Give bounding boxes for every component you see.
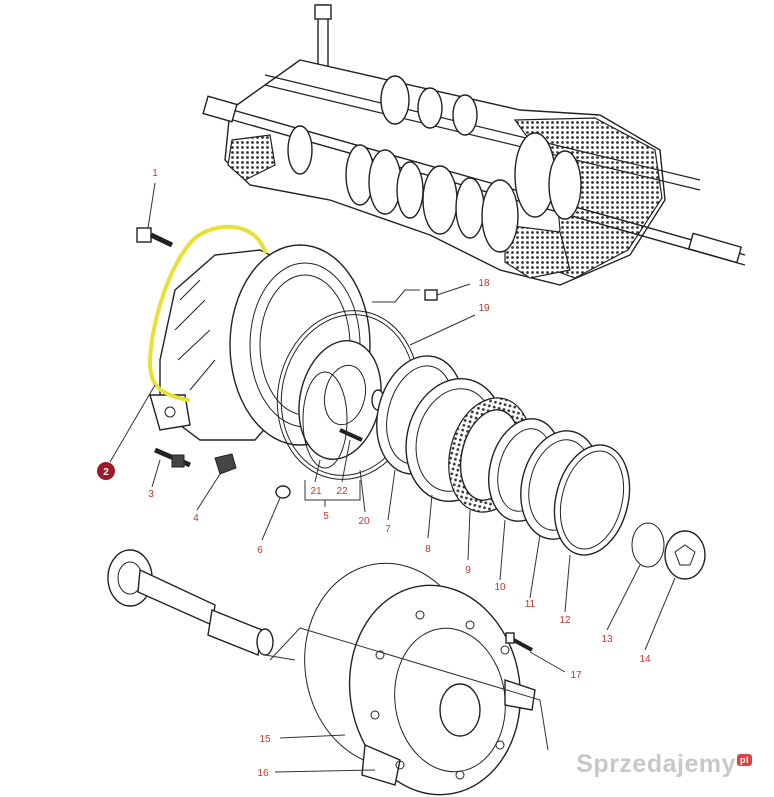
part-16-cover: [348, 584, 536, 796]
label-14: 14: [639, 654, 651, 665]
label-17: 17: [570, 670, 582, 681]
output-shaft: [107, 549, 274, 656]
label-21: 21: [310, 486, 322, 497]
part-12-ring: [553, 444, 631, 556]
label-3: 3: [148, 489, 154, 500]
label-1: 1: [152, 168, 158, 179]
label-8: 8: [425, 544, 431, 555]
part-14-washer: [664, 530, 706, 580]
watermark-text: Sprzedajemy: [576, 750, 736, 778]
leader-lines: [109, 182, 676, 773]
part-21-circlip: [302, 371, 348, 469]
label-22: 22: [336, 486, 348, 497]
label-16: 16: [257, 768, 269, 779]
part-4-plug: [214, 453, 237, 475]
part-2-housing: [147, 224, 371, 446]
part-3-stud: [154, 447, 191, 468]
part-labels: 1 2 3 4 5 6 7 8 9 10 11 12 13 14 15 16 1…: [97, 168, 651, 779]
label-10: 10: [494, 582, 506, 593]
label-12: 12: [559, 615, 571, 626]
part-1-bolt: [136, 227, 174, 248]
label-11: 11: [525, 599, 536, 610]
label-4: 4: [193, 513, 199, 524]
part-22-bolt: [339, 428, 363, 442]
part-17-bolt: [505, 632, 533, 652]
part-18-fitting: [424, 289, 438, 301]
label-20: 20: [358, 516, 370, 527]
label-9: 9: [465, 565, 471, 576]
label-13: 13: [601, 634, 613, 645]
highlight-outline: [147, 224, 267, 402]
part-6-nut: [275, 485, 291, 499]
label-2: 2: [103, 467, 109, 478]
label-6: 6: [257, 545, 263, 556]
label-5: 5: [323, 511, 329, 522]
watermark-suffix: pl: [737, 753, 752, 766]
gearbox-shaft-assembly: [202, 4, 746, 286]
badge-2: [97, 462, 115, 480]
part-13-snap-ring: [631, 522, 665, 568]
label-15: 15: [259, 734, 271, 745]
label-19: 19: [478, 303, 490, 314]
label-7: 7: [385, 524, 391, 535]
label-18: 18: [478, 278, 490, 289]
